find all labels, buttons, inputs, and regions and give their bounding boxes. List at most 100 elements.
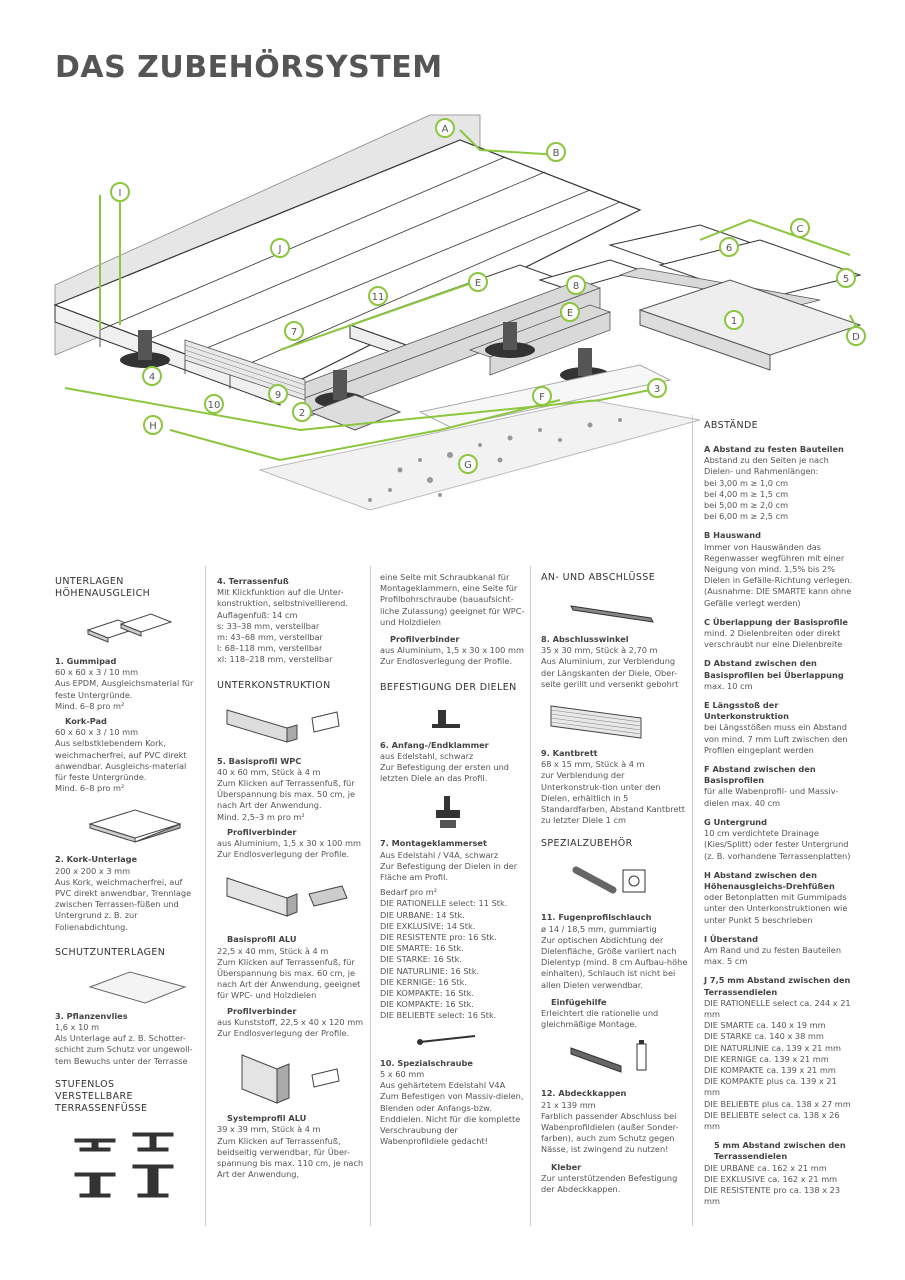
item-text: 21 x 139 mm Farblich passender Abschluss… <box>541 1099 679 1155</box>
item-text: DIE RATIONELLE select ca. 244 x 21 mm DI… <box>704 997 851 1131</box>
cork-underlay-image <box>88 809 182 844</box>
svg-text:6: 6 <box>726 243 732 254</box>
item-text: max. 10 cm <box>704 680 753 691</box>
callout-1: 1 <box>724 310 744 330</box>
column-distances: ABSTÄNDE A Abstand zu festen Bauteilen A… <box>704 420 854 1207</box>
item-text: 68 x 15 mm, Stück à 4 m zur Verblendung … <box>541 759 685 826</box>
section-heading: SPEZIALZUBEHÖR <box>541 838 633 850</box>
svg-text:B: B <box>553 148 560 159</box>
item-text: bei Längsstößen muss ein Abstand von min… <box>704 722 848 755</box>
item-heading: 9. Kantbrett <box>541 748 598 759</box>
item-text: aus Aluminium, 1,5 x 30 x 100 mm Zur End… <box>380 645 524 667</box>
item-heading: 3. Pflanzenvlies <box>55 1010 128 1021</box>
item-text: aus Edelstahl, schwarz Zur Befestigung d… <box>380 750 509 784</box>
item-text: oder Betonplatten mit Gummipads unter de… <box>704 892 848 925</box>
item-heading: C Überlappung der Basisprofile <box>704 616 848 627</box>
item-heading: 10. Spezialschraube <box>380 1057 473 1068</box>
item-text: ø 14 / 18,5 mm, gummiartig Zur optischen… <box>541 923 688 990</box>
joint-tube-image <box>572 866 646 894</box>
svg-text:5: 5 <box>843 274 849 285</box>
item-text: 39 x 39 mm, Stück à 4 m Zum Klicken auf … <box>217 1124 364 1180</box>
section-heading: AN- UND ABSCHLÜSSE <box>541 572 656 583</box>
item-heading: E Längsstoß der Unterkonstruktion <box>704 700 789 722</box>
section-heading: ABSTÄNDE <box>704 420 759 431</box>
item-heading: 11. Fugenprofilschlauch <box>541 912 652 923</box>
svg-text:3: 3 <box>654 384 660 395</box>
item-heading: B Hauswand <box>704 530 761 541</box>
column-divider <box>530 566 531 1226</box>
callout-10: 10 <box>204 394 224 414</box>
column-fastening: eine Seite mit Schraubkanal für Montagek… <box>380 572 525 1147</box>
item-text: 200 x 200 x 3 mm Aus Kork, weichmacherfr… <box>55 865 192 932</box>
svg-text:A: A <box>442 124 449 135</box>
item-heading: A Abstand zu festen Bauteilen <box>704 444 844 454</box>
item-text: 35 x 30 mm, Stück à 2,70 m Aus Aluminium… <box>541 645 679 689</box>
item-heading: 7. Montageklammerset <box>380 838 487 849</box>
callout-F: F <box>532 386 552 406</box>
callout-B: B <box>546 142 566 162</box>
section-heading: BEFESTIGUNG DER DIELEN <box>380 681 517 693</box>
item-text: 40 x 60 mm, Stück à 4 m Zum Klicken auf … <box>217 766 356 822</box>
item-text: 60 x 60 x 3 / 10 mm Aus EPDM, Ausgleichs… <box>55 667 194 711</box>
item-text: Immer von Hauswänden das Regenwasser weg… <box>704 541 853 608</box>
item-text: Abstand zu den Seiten je nach Dielen- un… <box>704 455 829 522</box>
item-heading: I Überstand <box>704 933 758 944</box>
svg-text:H: H <box>149 421 157 432</box>
svg-text:E: E <box>475 278 481 289</box>
item-text: 5 x 60 mm Aus gehärtetem Edelstahl V4A Z… <box>380 1068 524 1147</box>
section-heading: SCHUTZUNTERLAGEN <box>55 946 166 958</box>
item-text: Aus Edelstahl / V4A, schwarz Zur Befesti… <box>380 849 518 883</box>
callout-H: H <box>143 415 163 435</box>
item-heading: J 7,5 mm Abstand zwischen den Terrassend… <box>704 975 851 997</box>
callout-9: 9 <box>268 384 288 404</box>
item-heading: 8. Abschlusswinkel <box>541 634 629 644</box>
callout-4: 4 <box>142 366 162 386</box>
pedestal-variants-image <box>74 1132 174 1198</box>
svg-text:G: G <box>464 460 472 471</box>
callout-6: 6 <box>719 237 739 257</box>
item-text: aus Aluminium, 1,5 x 30 x 100 mm Zur End… <box>217 838 361 860</box>
column-finishing: AN- UND ABSCHLÜSSE 8. Abschlusswinkel 35… <box>541 572 688 1195</box>
skirting-board-image <box>550 705 642 739</box>
item-text: mind. 2 Dielenbreiten oder direkt versch… <box>704 628 843 650</box>
item-heading: 4. Terrassenfuß <box>217 576 289 586</box>
deck-assembly-diagram: A B C D E E F G H I J 1 2 3 4 5 6 7 8 9 … <box>53 114 866 511</box>
callout-G: G <box>458 454 478 474</box>
item-text: Erleichtert die rationelle und gleichmäß… <box>541 1008 659 1030</box>
item-text: 10 cm verdichtete Drainage (Kies/Splitt)… <box>704 828 851 861</box>
callout-A: A <box>435 118 455 138</box>
callout-7: 7 <box>284 321 304 341</box>
item-heading: D Abstand zwischen den Basisprofilen bei… <box>704 658 844 680</box>
callout-D: D <box>846 326 866 346</box>
item-text: Bedarf pro m² DIE RATIONELLE select: 11 … <box>380 887 508 1021</box>
svg-text:11: 11 <box>372 292 385 303</box>
item-heading: Profilverbinder <box>390 634 460 645</box>
item-heading: Systemprofil ALU <box>227 1113 307 1124</box>
callout-J: J <box>270 238 290 258</box>
column-substructure: 4. Terrassenfuß Mit Klickfunktion auf di… <box>217 576 365 1181</box>
callout-2: 2 <box>292 402 312 422</box>
callout-I: I <box>110 182 130 202</box>
item-text: für alle Wabenprofil- und Massiv-dielen … <box>704 786 839 808</box>
svg-text:8: 8 <box>573 281 579 292</box>
item-heading: Einfügehilfe <box>551 996 607 1007</box>
item-text: aus Kunststoff, 22,5 x 40 x 120 mm Zur E… <box>217 1016 364 1039</box>
callout-11: 11 <box>368 286 388 306</box>
rubber-pad-image <box>86 613 173 643</box>
item-text: Mit Klickfunktion auf die Unter-konstruk… <box>217 587 348 665</box>
system-profile-image <box>241 1054 340 1105</box>
item-heading: Basisprofil ALU <box>227 934 297 945</box>
item-heading: 1. Gummipad <box>55 656 117 666</box>
item-heading: H Abstand zwischen den Höhenausgleichs-D… <box>704 869 835 891</box>
end-angle-image <box>570 605 654 623</box>
callout-5: 5 <box>836 268 856 288</box>
svg-text:2: 2 <box>299 408 305 419</box>
callout-E2: E <box>560 302 580 322</box>
section-heading: UNTERKONSTRUKTION <box>217 679 331 691</box>
item-heading: Profilverbinder <box>227 826 297 837</box>
item-heading: Kleber <box>551 1161 582 1172</box>
item-heading: 5. Basisprofil WPC <box>217 755 302 766</box>
svg-text:1: 1 <box>731 316 737 327</box>
callout-3: 3 <box>647 378 667 398</box>
item-heading: 6. Anfang-/Endklammer <box>380 739 489 750</box>
